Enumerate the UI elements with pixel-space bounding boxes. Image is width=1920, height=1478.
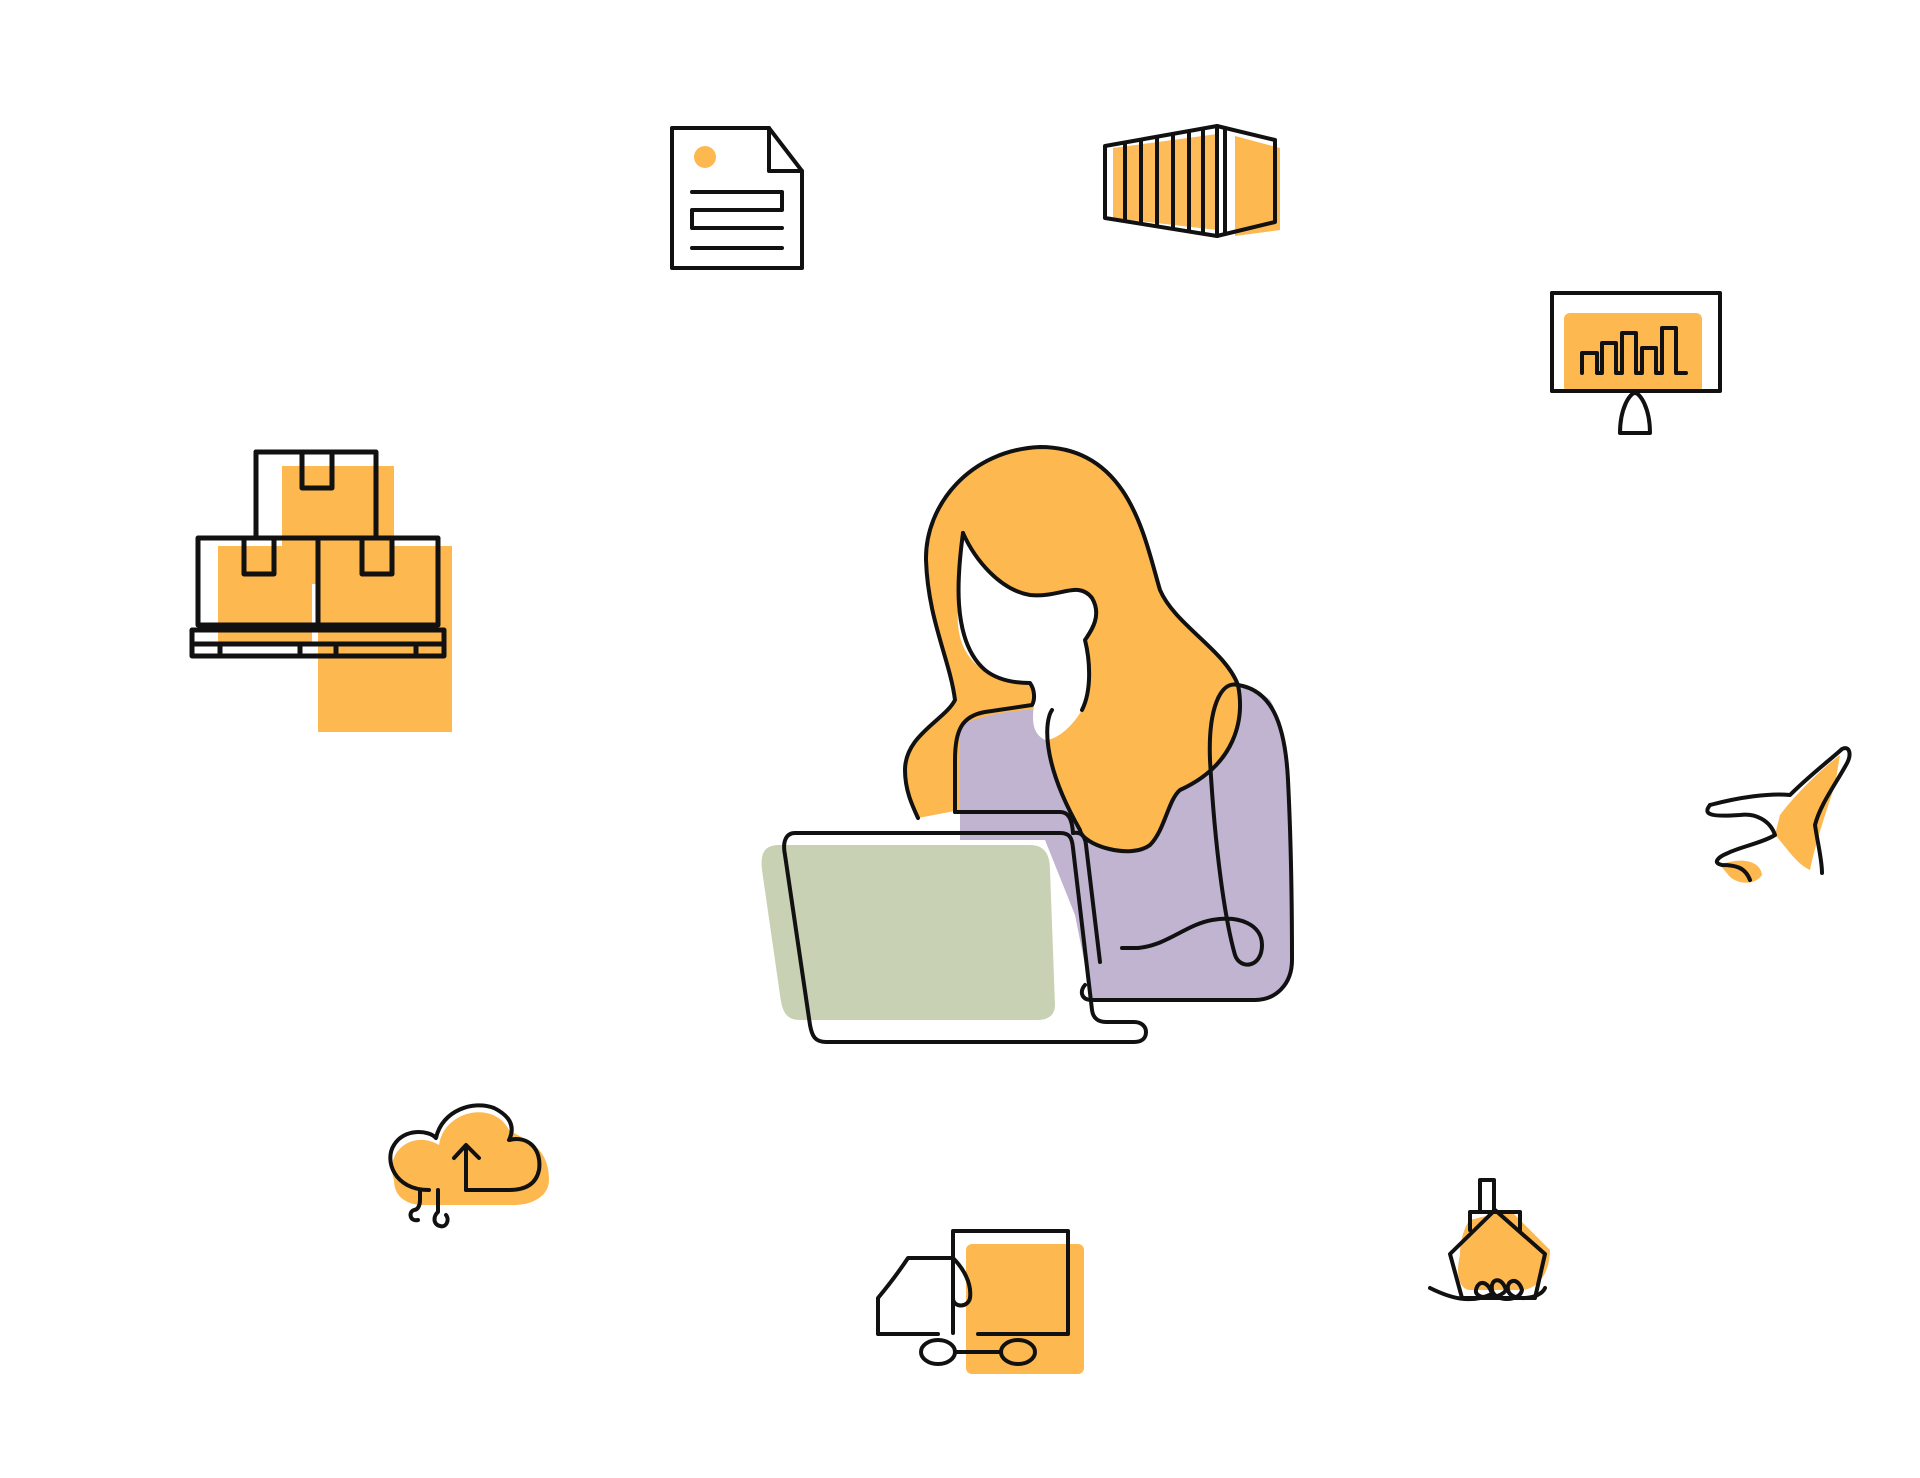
document-icon xyxy=(670,126,804,270)
laptop-screen xyxy=(761,845,1055,1020)
face xyxy=(957,533,1097,740)
shipping-container-icon xyxy=(1103,124,1280,238)
pallet-boxes-icon xyxy=(189,449,452,732)
cloud-upload-icon xyxy=(388,1103,549,1229)
cargo-ship-icon xyxy=(1428,1178,1550,1302)
figure-outline xyxy=(782,445,1294,1044)
airplane-icon xyxy=(1705,746,1852,883)
analytics-monitor-icon xyxy=(1550,291,1722,435)
woman-at-laptop xyxy=(761,445,1294,1044)
delivery-truck-icon xyxy=(876,1229,1084,1374)
